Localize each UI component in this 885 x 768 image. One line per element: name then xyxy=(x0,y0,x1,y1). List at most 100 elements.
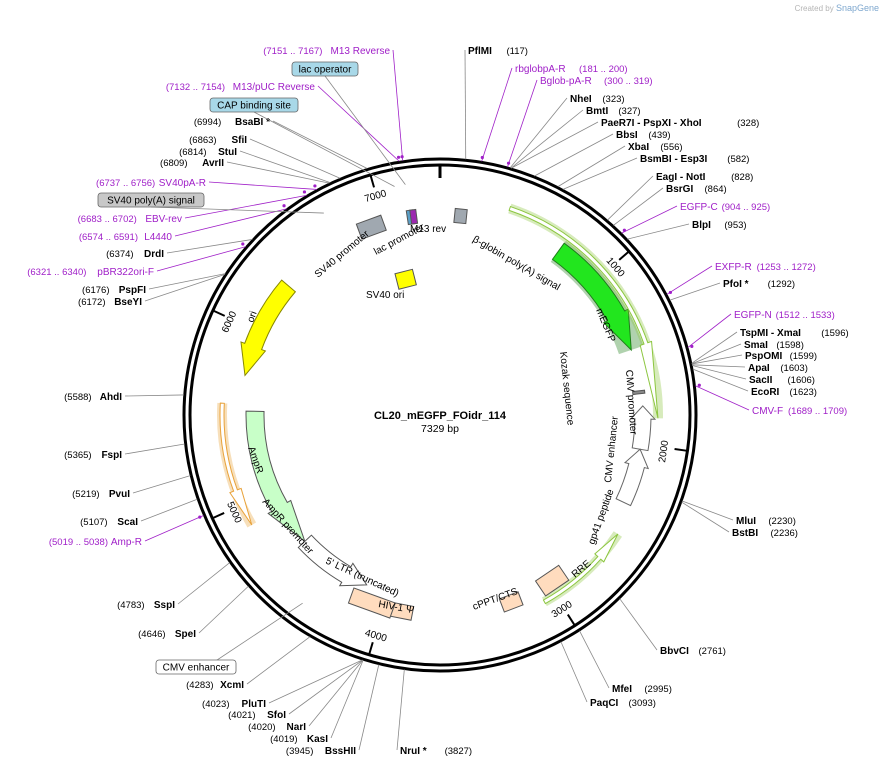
ori-arrow xyxy=(240,279,297,377)
enzyme-leader-line xyxy=(268,659,363,704)
enzyme-label: SacII xyxy=(749,375,773,386)
enzyme-label: PaeR7I - PspXI - XhoI xyxy=(601,118,702,129)
enzyme-position: (1596) xyxy=(821,328,848,339)
enzyme-leader-line xyxy=(691,343,742,365)
ruler-tick xyxy=(566,614,576,626)
enzyme-label: XbaI xyxy=(628,142,649,153)
callout-box xyxy=(209,97,299,113)
enzyme-label: BseYI xyxy=(114,297,142,308)
enzyme-label: PluTI xyxy=(242,699,267,710)
label-globin: β-globin poly(A) signal xyxy=(471,234,562,293)
ltr-box xyxy=(347,587,396,619)
label-m13rev: M13 rev xyxy=(410,224,446,235)
enzyme-position: (556) xyxy=(660,142,682,153)
callout-leader-line xyxy=(324,75,406,185)
enzyme-label: DrdI xyxy=(144,249,164,260)
enzyme-leader-line xyxy=(177,562,230,605)
enzyme-position: (6994) xyxy=(194,117,221,128)
enzyme-label: BbvCI xyxy=(660,646,689,657)
enzyme-position: (6172) xyxy=(78,297,105,308)
primer-leader-line xyxy=(392,49,404,161)
enzyme-position: (4783) xyxy=(117,600,144,611)
enzyme-leader-line xyxy=(239,150,331,184)
primer-label: SV40pA-R xyxy=(159,178,206,189)
enzyme-position: (1292) xyxy=(768,279,795,290)
primer-position: (6574 .. 6591) xyxy=(79,232,138,243)
enzyme-leader-line xyxy=(692,368,749,392)
enzyme-position: (6809) xyxy=(160,158,187,169)
enzyme-label: BsmBI - Esp3I xyxy=(640,154,707,165)
enzyme-leader-line xyxy=(534,133,614,177)
enzyme-leader-line xyxy=(132,475,191,494)
enzyme-label: ScaI xyxy=(117,517,138,528)
enzyme-leader-line xyxy=(330,660,364,739)
primer-leader-line xyxy=(317,85,400,162)
enzyme-position: (1599) xyxy=(790,351,817,362)
primer-site-mark xyxy=(668,290,673,295)
primer-label: Amp-R xyxy=(111,537,142,548)
enzyme-label: SfoI xyxy=(267,710,286,721)
ruler-tick xyxy=(618,251,629,261)
enzyme-leader-line xyxy=(691,331,738,364)
sv40-promoter-box xyxy=(355,214,387,240)
primer-label: EGFP-N xyxy=(734,310,772,321)
primer-label: EXFP-R xyxy=(715,262,752,273)
label-cmvprom: CMV promoter xyxy=(623,369,639,435)
enzyme-label: PvuI xyxy=(109,489,130,500)
primer-leader-line xyxy=(687,313,732,348)
callout-box xyxy=(291,61,359,77)
enzyme-position: (4646) xyxy=(138,629,165,640)
enzyme-position: (2236) xyxy=(771,528,798,539)
primer-label: EBV-rev xyxy=(145,214,182,225)
enzyme-label: AvrII xyxy=(202,158,224,169)
enzyme-label: BsrGI xyxy=(666,184,693,195)
enzyme-label: SmaI xyxy=(744,340,768,351)
enzyme-label: PfoI * xyxy=(723,279,749,290)
enzyme-leader-line xyxy=(166,239,253,254)
primer-site-mark xyxy=(622,228,626,232)
enzyme-leader-line xyxy=(669,282,721,301)
enzyme-leader-line xyxy=(308,659,364,727)
enzyme-position: (5365) xyxy=(64,450,91,461)
enzyme-leader-line xyxy=(358,664,380,751)
callout-label: CMV enhancer xyxy=(163,663,230,674)
enzyme-label: BssHII xyxy=(325,746,356,757)
created-by-text: Created by xyxy=(794,4,834,13)
primer-site-mark xyxy=(313,184,317,188)
primer-site-mark xyxy=(241,242,245,246)
enzyme-position: (1623) xyxy=(790,387,817,398)
enzyme-label: NruI * xyxy=(400,746,427,757)
enzyme-position: (582) xyxy=(727,154,749,165)
callout-box xyxy=(155,659,237,675)
enzyme-leader-line xyxy=(464,49,467,160)
rre-box xyxy=(534,564,570,597)
enzyme-leader-line xyxy=(124,394,184,397)
enzyme-leader-line xyxy=(226,161,330,184)
enzyme-leader-line xyxy=(613,187,664,226)
enzyme-leader-line xyxy=(272,120,368,169)
enzyme-leader-line xyxy=(560,641,588,703)
primer-leader-line xyxy=(695,385,750,411)
primer-leader-line xyxy=(507,79,538,168)
callout-leader-line xyxy=(150,206,324,214)
enzyme-position: (117) xyxy=(507,46,528,57)
enzyme-position: (3093) xyxy=(629,698,656,709)
primer-site-mark xyxy=(198,515,202,519)
snapgene-logo-text: SnapGene xyxy=(835,3,879,13)
enzyme-position: (953) xyxy=(724,220,746,231)
enzyme-position: (864) xyxy=(705,184,727,195)
globin-box xyxy=(453,207,468,225)
primer-site-mark xyxy=(396,155,401,159)
enzyme-position: (828) xyxy=(731,172,753,183)
primer-site-mark xyxy=(282,204,286,208)
primer-leader-line xyxy=(144,515,204,542)
enzyme-position: (6814) xyxy=(179,147,206,158)
primer-leader-line xyxy=(208,181,317,190)
primer-position: (1689 .. 1709) xyxy=(788,406,847,417)
cppt-box xyxy=(498,591,524,613)
primer-label: L4440 xyxy=(144,232,172,243)
enzyme-label: SspI xyxy=(154,600,175,611)
enzyme-position: (2761) xyxy=(699,646,726,657)
